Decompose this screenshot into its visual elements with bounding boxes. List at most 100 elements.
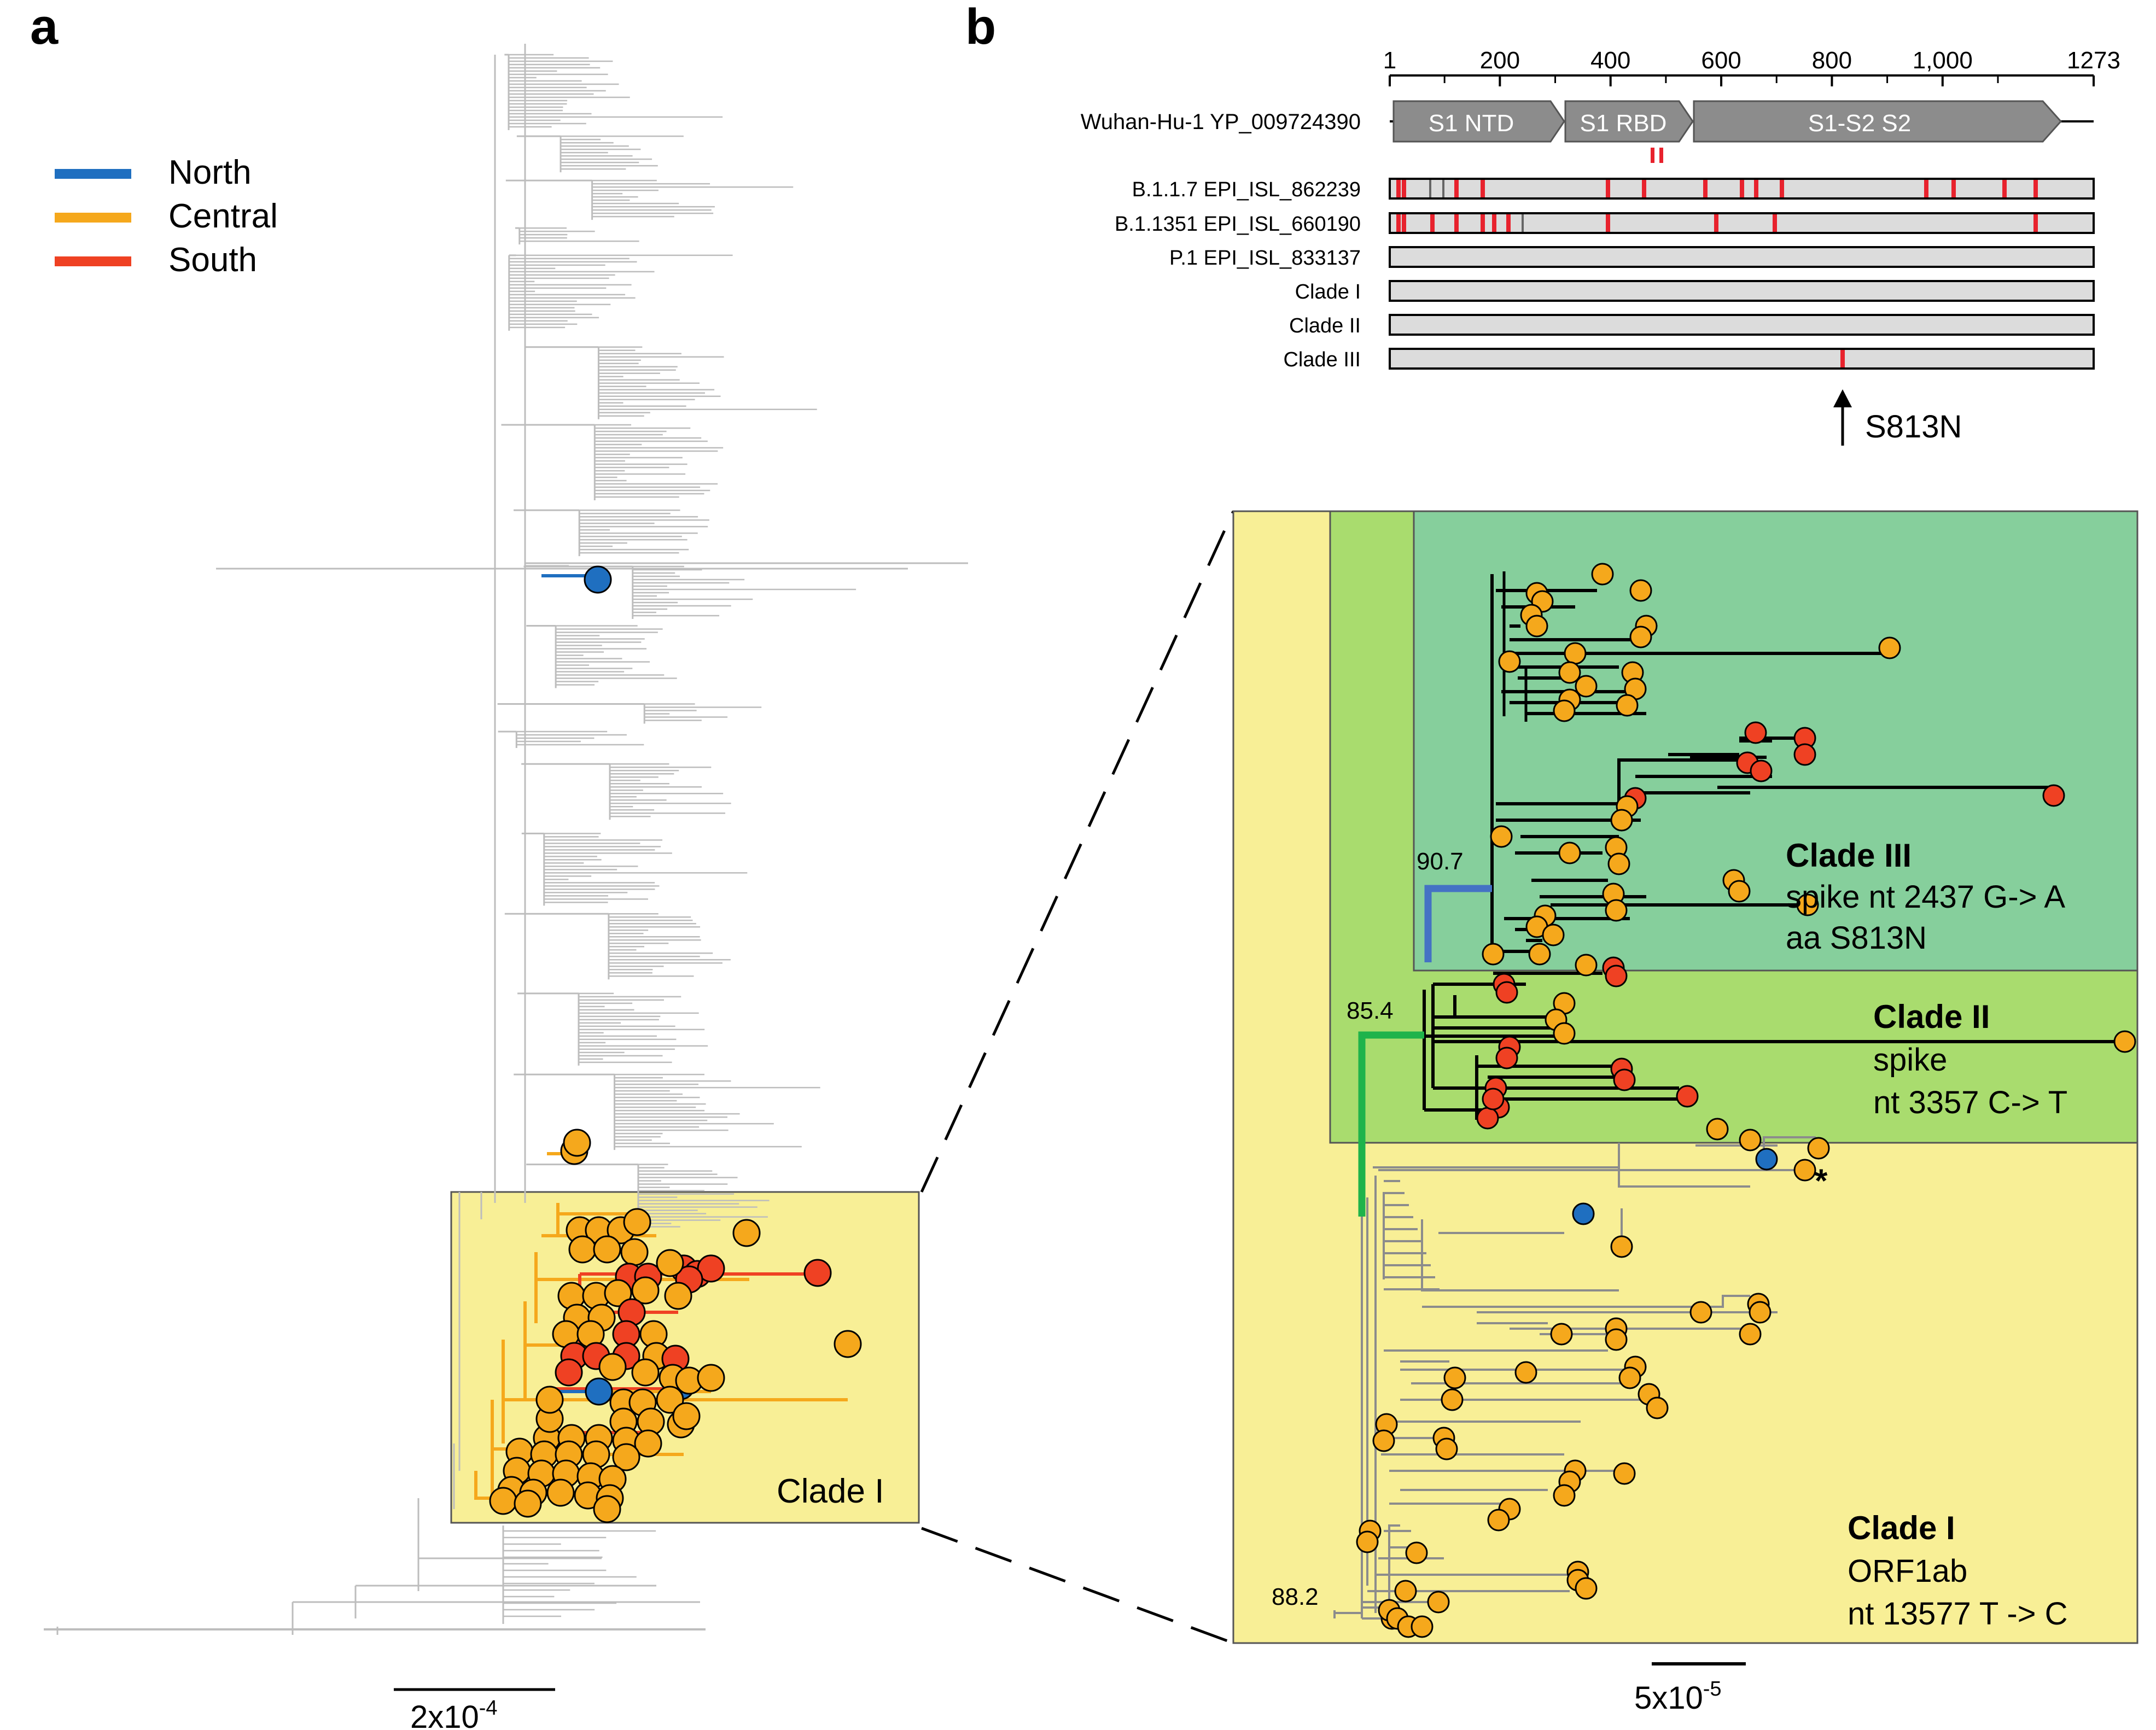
tip-central [1629,579,1652,602]
tip-central [1482,943,1505,966]
tip-central [546,1478,575,1507]
sequence-gap-mark [1522,214,1524,232]
sequence-mutation-mark [1703,180,1708,197]
tip-south [803,1259,832,1287]
tip-central [1616,694,1639,717]
tip-central [1405,1541,1428,1564]
tip-central [1550,1323,1573,1346]
tip-central [1646,1396,1669,1419]
tree-branch [1618,1143,1750,1188]
sequence-mutation-mark [1924,180,1928,197]
sequence-mutation-mark [1506,214,1511,232]
support-clade-I: 88.2 [1272,1583,1319,1610]
sequence-mutation-mark [1396,214,1401,232]
tip-central [1553,1022,1576,1045]
axis-tick-label: 1,000 [1913,47,1973,74]
sequence-row-label: P.1 EPI_ISL_833137 [1169,247,1361,270]
tip-south [1793,743,1816,766]
clade-I-annotation: Clade I ORF1ab nt 13577 T -> C [1848,1510,2068,1632]
tip-central [1394,1580,1417,1603]
tip-central [634,1429,662,1458]
tip-central [631,1358,660,1387]
axis-tick-label: 800 [1812,47,1852,74]
tip-north [1755,1148,1778,1171]
sequence-mutation-mark [2033,214,2038,232]
tip-south [1495,1047,1518,1069]
tip-central [1706,1118,1729,1141]
tip-central [1575,1577,1598,1600]
region-legend: North Central South [55,154,278,279]
tip-central [1605,899,1628,922]
tip-central [1525,615,1548,638]
tip-south [1605,965,1628,987]
tip-south [1744,721,1767,744]
sequence-row-label: B.1.1351 EPI_ISL_660190 [1115,213,1361,236]
tip-central [1490,825,1513,848]
domain-blocks: S1 NTD S1 RBD S1-S2 S2 [1392,100,2062,163]
tip-central [620,1238,649,1266]
tip-central [631,1276,660,1305]
clade-II-annotation: Clade II spike nt 3357 C-> T [1873,998,2067,1120]
tip-central [593,1495,621,1523]
tip-central [732,1219,761,1247]
legend-south-label: South [168,241,257,279]
tip-central [1372,1429,1395,1452]
tip-central [514,1489,542,1518]
s813n-label: S813N [1865,409,1962,445]
sequence-mutation-mark [1454,214,1459,232]
tip-central [535,1386,564,1414]
tip-central [1575,954,1598,977]
panel-b-scale-label: 5x10-5 [1634,1678,1722,1716]
panel-a-clade-I-label: Clade I [777,1472,884,1510]
panel-b-zoomed-tree: 90.7 85.4 88.2 * Clade III spike nt 2437… [1232,510,2138,1716]
axis-tick-label: 1 [1383,47,1396,74]
sequence-row-label: Clade III [1283,348,1361,371]
sequence-mutation-mark [1606,214,1610,232]
domain-s1-ntd [1392,100,1565,143]
tip-central [834,1330,862,1358]
sequence-row-bar [1389,246,2095,268]
tip-central [1441,1388,1464,1411]
tip-central [1739,1129,1762,1152]
panel-a-scale-label: 2x10-4 [410,1697,498,1730]
domain-s2 [1693,100,2062,143]
tip-central [1443,1366,1466,1389]
reference-sequence-label: Wuhan-Hu-1 YP_009724390 [1081,110,1361,134]
sequence-mutation-mark [1740,180,1744,197]
clade-I-title: Clade I [1848,1510,1955,1546]
sequence-row-label: B.1.1.7 EPI_ISL_862239 [1132,178,1361,201]
clade-III-title: Clade III [1786,837,1912,874]
sequence-mutation-mark [1430,214,1435,232]
tip-central [1605,1328,1628,1351]
tree-branch [1421,1219,1619,1291]
clade-II-title: Clade II [1873,998,1990,1035]
sequence-row-bar [1389,314,2095,336]
tip-north [585,1377,613,1406]
rbd-mutation-mark [1659,148,1663,163]
tip-central [1542,924,1565,946]
domain-s1-rbd-label: S1 RBD [1580,110,1667,137]
support-clade-III: 90.7 [1417,848,1464,875]
legend-north-label: North [168,154,252,191]
tip-south [1613,1068,1636,1091]
tip-south [1750,759,1773,782]
tip-central [1807,1137,1830,1160]
tip-central [1610,1235,1633,1258]
sequence-row-label: Clade II [1289,314,1361,337]
domain-s1-ntd-label: S1 NTD [1429,110,1514,137]
tip-south [555,1358,583,1387]
tip-central [1411,1615,1434,1638]
tip-central [1689,1301,1712,1324]
clade-III-line2: aa S813N [1786,920,1927,956]
tip-central [1728,880,1751,903]
tip-south [1482,1088,1505,1111]
tip-central [1796,893,1819,916]
sequence-gap-mark [1429,180,1431,197]
tip-central [598,1353,627,1381]
domain-s1-rbd [1564,100,1694,143]
tip-central [489,1487,517,1515]
tip-central [672,1402,701,1430]
tree-branch [1453,995,1493,1019]
